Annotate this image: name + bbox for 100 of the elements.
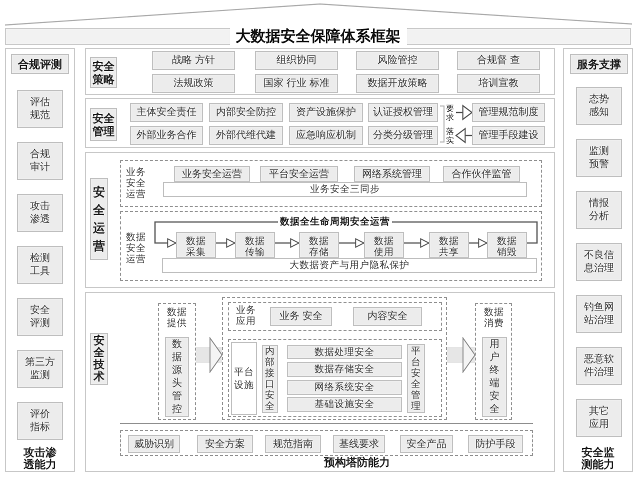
group-heading: 业务应用 — [236, 305, 256, 327]
dashed-group-box — [228, 302, 442, 331]
side-column-panel — [5, 48, 75, 472]
overlay-band: 业务安全三同步 — [163, 182, 527, 197]
group-heading: 数据消费 — [484, 307, 504, 329]
dashed-group-box — [228, 339, 442, 417]
item-box: 合作伙伴监管 — [443, 166, 520, 182]
item-box: 基础设施安全 — [287, 397, 402, 412]
item-box: 态势感知 — [576, 87, 622, 125]
arrow — [469, 238, 488, 248]
item-box: 数据传输 — [235, 232, 275, 258]
item-box: 用户终端安全 — [482, 337, 507, 417]
panel-caption: 安全监测能力 — [580, 447, 616, 471]
arrow — [339, 238, 364, 248]
item-box: 主体安全责任 — [130, 103, 203, 122]
item-box: 数据存储安全 — [287, 362, 402, 377]
item-box: 管理规范制度 — [472, 103, 545, 122]
item-box: 内部接口安全 — [262, 345, 278, 413]
item-box: 战略 方针 — [152, 51, 235, 70]
item-box: 法规政策 — [152, 74, 235, 93]
item-box: 培训宣教 — [457, 74, 540, 93]
section-label-box: 安全技术 — [90, 333, 108, 385]
item-box: 数据销毁 — [487, 232, 527, 258]
item-box: 组织协同 — [255, 51, 338, 70]
item-box: 检测工具 — [17, 246, 63, 284]
panel-caption: 预构塔防能力 — [322, 457, 391, 469]
section-panel — [85, 98, 555, 148]
arrow — [456, 105, 473, 120]
item-box: 数据处理安全 — [287, 345, 402, 359]
dashed-group-box — [475, 303, 512, 420]
block-arrow — [196, 338, 222, 372]
dashed-group-box — [222, 297, 447, 420]
item-box: 网络系统管理 — [354, 166, 430, 182]
dashed-group-box — [158, 303, 196, 420]
item-box: 防护手段 — [468, 435, 523, 453]
item-box: 内容安全 — [353, 307, 422, 326]
side-column-panel — [563, 48, 633, 472]
item-box: 平台设施 — [231, 342, 257, 415]
item-box: 评价指标 — [17, 402, 63, 440]
item-box: 合规审计 — [17, 142, 63, 180]
item-box: 资产设施保护 — [289, 103, 363, 122]
edge-label: 落实 — [446, 127, 454, 145]
panel-caption: 攻击渗透能力 — [22, 447, 58, 471]
item-box: 平台安全运营 — [260, 166, 338, 182]
item-box: 业务 安全 — [270, 307, 332, 326]
item-box: 监测预警 — [576, 139, 622, 177]
column-heading: 合规评测 — [11, 54, 69, 74]
item-box: 安全评测 — [17, 298, 63, 336]
item-box: 合规督 查 — [457, 51, 540, 70]
item-box: 网络系统安全 — [287, 380, 402, 395]
arrow — [404, 238, 430, 248]
item-box: 恶意软件治理 — [576, 347, 622, 385]
section-label-box: 安全管理 — [90, 108, 117, 141]
item-box: 业务安全运营 — [174, 166, 250, 182]
overlay-band: 大数据资产与用户隐私保护 — [162, 258, 537, 273]
item-box: 平台安全管理 — [407, 344, 425, 413]
diagram-title: 大数据安全保障体系框架 — [230, 28, 406, 45]
item-box: 分类分级管理 — [368, 126, 438, 145]
item-box: 安全方案 — [197, 435, 253, 453]
edge-label: 数据全生命周期安全运营 — [278, 216, 392, 228]
item-box: 攻击渗透 — [17, 194, 63, 232]
item-box: 安全产品 — [400, 435, 453, 453]
group-heading: 数据提供 — [167, 307, 187, 329]
item-box: 内部安全防控 — [209, 103, 283, 122]
dashed-group-box — [120, 430, 533, 456]
item-box: 认证授权管理 — [368, 103, 438, 122]
group-heading: 业务安全运营 — [126, 167, 146, 200]
item-box: 威胁识别 — [128, 435, 180, 453]
section-label-box: 安全运营 — [90, 178, 108, 260]
item-box: 应急响应机制 — [289, 126, 363, 145]
item-box: 其它应用 — [576, 399, 622, 437]
block-arrow — [447, 338, 476, 372]
item-box: 外部业务合作 — [130, 126, 203, 145]
item-box: 第三方监测 — [17, 350, 63, 388]
arrow — [275, 238, 300, 248]
item-box: 国家 行业 标准 — [255, 74, 338, 93]
item-box: 数据存储 — [299, 232, 339, 258]
item-box: 管理手段建设 — [472, 126, 545, 145]
column-heading: 服务支撑 — [570, 54, 628, 74]
section-label-box: 安全策略 — [90, 57, 117, 88]
group-heading: 数据安全运营 — [126, 232, 146, 265]
item-box: 情报分析 — [576, 191, 622, 229]
edge-label: 要求 — [446, 104, 454, 122]
item-box: 数据共享 — [429, 232, 469, 258]
dashed-group-box — [120, 160, 542, 207]
section-panel — [85, 152, 555, 288]
section-panel — [85, 48, 555, 95]
arrow — [455, 128, 472, 143]
item-box: 基线要求 — [333, 435, 385, 453]
item-box: 外部代维代建 — [209, 126, 283, 145]
item-box: 规范指南 — [265, 435, 321, 453]
dashed-group-box — [120, 211, 542, 281]
item-box: 数据源头管控 — [165, 337, 189, 417]
item-box: 数据采集 — [176, 232, 216, 258]
item-box: 风险管控 — [356, 51, 439, 70]
item-box: 评估规范 — [17, 90, 63, 128]
item-box: 不良信息治理 — [576, 243, 622, 281]
section-panel — [85, 292, 555, 472]
arrow — [216, 238, 236, 248]
item-box: 钓鱼网站治理 — [576, 295, 622, 333]
